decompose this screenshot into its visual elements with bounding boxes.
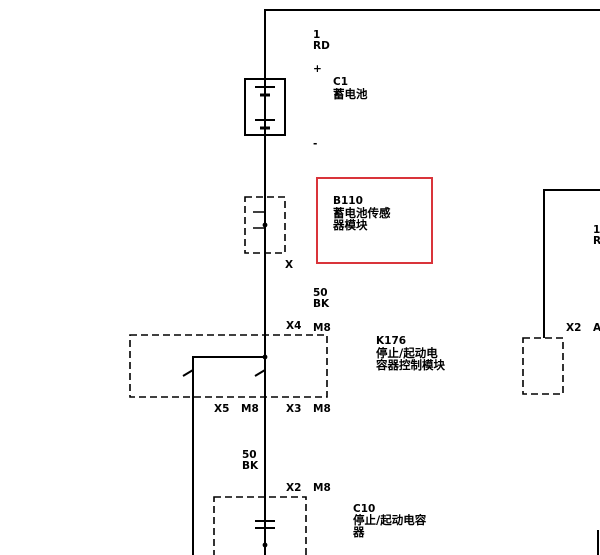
cap-name-1: 停止/起动电容 <box>353 513 427 527</box>
battery-wire-num: 1 <box>313 29 320 41</box>
cap-pin: M8 <box>313 482 331 494</box>
ecm-name-2: 容器控制模块 <box>375 358 445 372</box>
sensor-symbol <box>253 211 266 229</box>
ecm-internal-wire <box>192 356 265 555</box>
right-conn: X2 <box>566 322 581 334</box>
ecm-top-pin: M8 <box>313 322 331 334</box>
ecm-bl-conn: X5 <box>214 403 229 415</box>
ecm-switch-left <box>182 369 194 377</box>
ecm-name-1: 停止/起动电 <box>376 346 438 360</box>
ecm-box <box>129 334 328 398</box>
cap-conn: X2 <box>286 482 301 494</box>
highlight-box <box>316 177 433 264</box>
sensor-name-2: 器模块 <box>332 218 368 232</box>
right-wire-num: 1 <box>593 224 600 236</box>
ecm-br-pin: M8 <box>313 403 331 415</box>
battery-minus: - <box>313 138 317 150</box>
cap-name-2: 器 <box>352 525 365 539</box>
sensor-ref: B110 <box>333 195 363 207</box>
right-part-box <box>522 337 564 395</box>
right-wire-color: R <box>593 235 600 247</box>
upper-wire-color: BK <box>313 298 330 310</box>
lower-wire-color: BK <box>242 460 259 472</box>
capacitor-box <box>213 496 307 555</box>
top-wire <box>264 9 600 555</box>
upper-wire-num: 50 <box>313 287 328 299</box>
right-pin: A <box>593 322 600 334</box>
sensor-name-1: 蓄电池传感 <box>333 206 391 220</box>
ecm-br-conn: X3 <box>286 403 301 415</box>
battery-wire-color: RD <box>313 40 330 52</box>
ecm-bl-pin: M8 <box>241 403 259 415</box>
sensor-pin: X <box>285 259 293 271</box>
battery-ref: C1 <box>333 76 348 88</box>
right-wire <box>543 189 600 338</box>
sensor-box <box>244 196 286 254</box>
ecm-switch-right <box>254 369 266 377</box>
lower-wire-num: 50 <box>242 449 257 461</box>
ecm-ref: K176 <box>376 335 406 347</box>
cap-ref: C10 <box>353 503 375 515</box>
battery-plus: + <box>313 63 322 75</box>
battery-name: 蓄电池 <box>333 87 368 101</box>
ecm-top-conn: X4 <box>286 320 301 332</box>
